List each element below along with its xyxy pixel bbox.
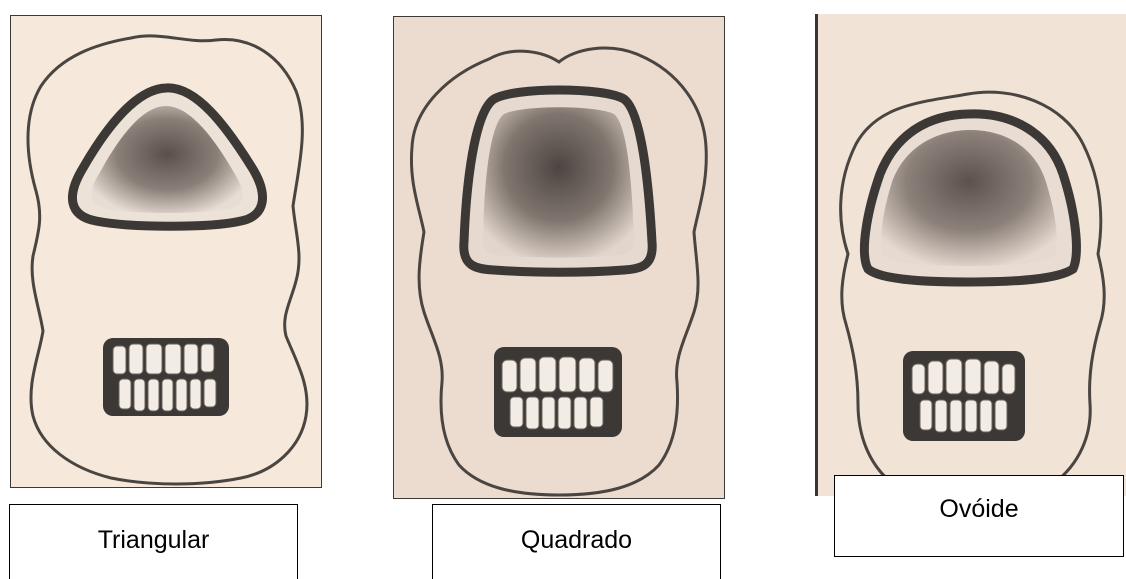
- ovoide-face-drawing: [818, 14, 1126, 496]
- figure-ovoide: [815, 14, 1126, 496]
- figure-triangular: [10, 15, 322, 488]
- label-quadrado: Quadrado: [432, 504, 721, 579]
- label-quadrado-text: Quadrado: [521, 526, 632, 555]
- figure-quadrado: [393, 16, 725, 499]
- label-ovoide-text: Ovóide: [939, 495, 1018, 524]
- upper-palate: [483, 107, 634, 257]
- quadrado-face-drawing: [394, 17, 724, 498]
- label-triangular: Triangular: [9, 504, 298, 579]
- label-triangular-text: Triangular: [98, 526, 210, 555]
- triangular-face-drawing: [11, 16, 321, 487]
- label-ovoide: Ovóide: [834, 475, 1124, 557]
